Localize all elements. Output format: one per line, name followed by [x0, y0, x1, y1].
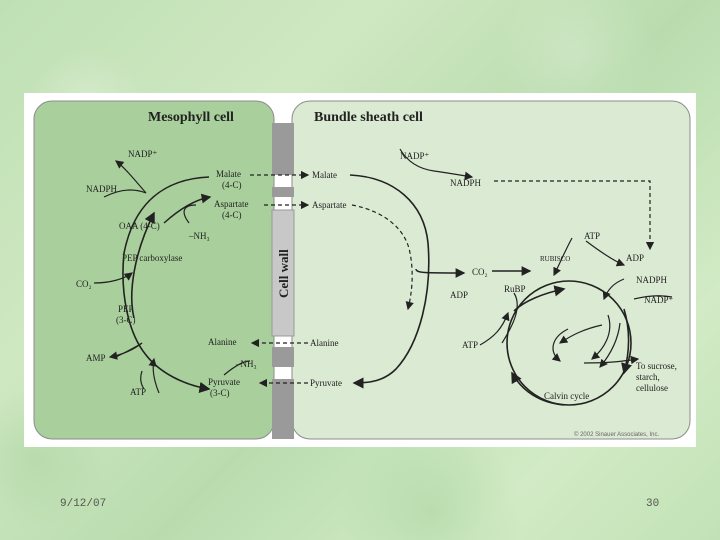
pyruvate-label-left: Pyruvate — [208, 377, 240, 387]
alanine-label-left: Alanine — [208, 337, 237, 347]
cellulose-label: cellulose — [636, 383, 668, 393]
pep-carbon-label: (3-C) — [116, 315, 136, 325]
nadp-label-right-2: NADP⁺ — [644, 295, 674, 305]
transport-arrows — [250, 170, 310, 388]
atp-label-left: ATP — [130, 387, 146, 397]
atp-label-top: ATP — [584, 231, 600, 241]
nadph-label-right-2: NADPH — [636, 275, 668, 285]
malate-label-left: Malate — [216, 169, 241, 179]
mesophyll-cycle — [93, 160, 251, 394]
aspartate-label-right: Aspartate — [312, 200, 346, 210]
nh3-label-left: –NH₃ — [188, 231, 210, 241]
nadp-label-left: NADP⁺ — [128, 149, 158, 159]
nadp-label-right: NADP⁺ — [400, 151, 430, 161]
nadph-label-left: NADPH — [86, 184, 118, 194]
adp-label-top: ADP — [626, 253, 644, 263]
aspartate-carbon-label: (4-C) — [222, 210, 242, 220]
pyruvate-label-right: Pyruvate — [310, 378, 342, 388]
cell-wall-segment — [272, 187, 294, 197]
bundle-sheath-title: Bundle sheath cell — [314, 110, 423, 125]
malate-carbon-label: (4-C) — [222, 180, 242, 190]
rubp-label: RuBP — [504, 284, 526, 294]
cell-wall-segment — [271, 209, 295, 337]
adp-label-mid: ADP — [450, 290, 468, 300]
cell-wall-label: Cell wall — [276, 249, 291, 298]
rubisco-label: RUBISCO — [540, 255, 570, 263]
pyruvate-carbon-label: (3-C) — [210, 388, 230, 398]
cell-wall-segment — [272, 379, 294, 439]
calvin-cycle-label: Calvin cycle — [544, 391, 589, 401]
cell-wall-segment — [272, 123, 294, 175]
page-number: 30 — [646, 498, 660, 510]
pep-carboxylase-label: PEP carboxylase — [122, 253, 182, 263]
nh3-label-left-2: –NH₃ — [235, 359, 257, 369]
oaa-label: OAA (4-C) — [119, 221, 160, 231]
copyright-text: © 2002 Sinauer Associates, Inc. — [574, 432, 660, 438]
sucrose-label: To sucrose, — [636, 361, 677, 371]
co2-label-left: CO₂ — [76, 279, 92, 289]
c4-pathway-figure: Cell wall Mesophyll cell Bundle sheath c… — [24, 93, 696, 447]
co2-label-right: CO₂ — [472, 267, 488, 277]
footer-date: 9/12/07 — [60, 498, 107, 510]
pep-label: PEP — [118, 304, 134, 314]
c4-pathway-diagram: Cell wall Mesophyll cell Bundle sheath c… — [33, 100, 691, 440]
amp-label: AMP — [86, 353, 106, 363]
calvin-cycle — [506, 280, 632, 406]
cell-wall-segment — [272, 347, 294, 367]
malate-label-right: Malate — [312, 170, 337, 180]
aspartate-label-left: Aspartate — [214, 199, 248, 209]
alanine-label-right: Alanine — [310, 338, 339, 348]
mesophyll-title: Mesophyll cell — [148, 110, 234, 125]
starch-label: starch, — [636, 372, 660, 382]
atp-label-mid: ATP — [462, 340, 478, 350]
nadph-label-right: NADPH — [450, 178, 482, 188]
bundle-sheath-pathway — [349, 148, 673, 389]
bundle-sheath-cell-panel — [291, 100, 691, 440]
